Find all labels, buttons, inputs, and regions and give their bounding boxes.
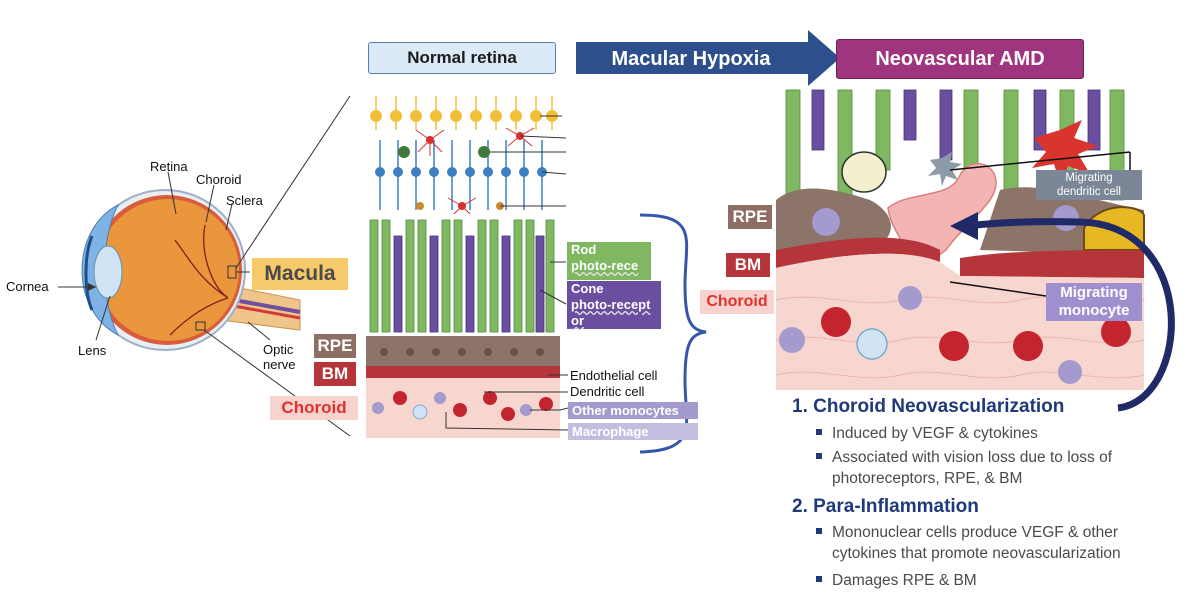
- cone-line3: or: [571, 313, 584, 328]
- normal-retina-header: Normal retina: [368, 42, 556, 74]
- normal-retina-illustration: [366, 96, 707, 454]
- macular-hypoxia-arrow: [576, 30, 840, 86]
- migrating-dendritic-cell-tag: Migrating dendritic cell: [1036, 170, 1142, 200]
- mig-dc-line1: Migrating: [1065, 172, 1113, 184]
- normal-bm-tag: BM: [314, 362, 356, 386]
- s1-b1-text: Induced by VEGF & cytokines: [832, 425, 1038, 442]
- cone-line1: Cone: [571, 281, 604, 296]
- rod-line2: photo-rece: [571, 258, 639, 273]
- neovascular-amd-header: Neovascular AMD: [836, 39, 1084, 79]
- optic-nerve-line1: Optic: [263, 342, 294, 357]
- macula-tag: Macula: [252, 258, 348, 290]
- mig-dc-line2: dendritic cell: [1057, 186, 1121, 198]
- mig-mono-line2: monocyte: [1058, 302, 1130, 319]
- retina-label: Retina: [150, 159, 188, 174]
- bullet-square-icon: [816, 452, 822, 459]
- s1-bullet-1: Induced by VEGF & cytokines: [816, 423, 1038, 444]
- amd-rpe-tag: RPE: [728, 205, 772, 229]
- s2-bullet-1: Mononuclear cells produce VEGF & other c…: [816, 522, 1121, 564]
- s2-bullet-2: Damages RPE & BM: [816, 570, 977, 591]
- macrophage-tag: Macrophage: [568, 423, 698, 440]
- rod-line1: Rod: [571, 242, 597, 257]
- section2-title: 2. Para-Inflammation: [792, 496, 979, 517]
- s1-b2-line1: Associated with vision loss due to loss …: [832, 449, 1112, 466]
- s1-b2-line2: photoreceptors, RPE, & BM: [832, 470, 1023, 487]
- s2-b1-line1: Mononuclear cells produce VEGF & other: [832, 524, 1119, 541]
- amd-bm-tag: BM: [726, 253, 770, 277]
- normal-choroid-tag: Choroid: [270, 396, 358, 420]
- other-monocytes-tag: Other monocytes: [568, 402, 698, 419]
- s2-b2-text: Damages RPE & BM: [832, 572, 977, 589]
- choroid-label: Choroid: [196, 172, 242, 187]
- amd-choroid-tag: Choroid: [700, 290, 774, 314]
- optic-nerve-label: Optic nerve: [263, 342, 296, 372]
- cone-line2: photo-recept: [571, 297, 651, 312]
- bullet-square-icon: [816, 527, 822, 534]
- optic-nerve-line2: nerve: [263, 357, 296, 372]
- sclera-label: Sclera: [226, 193, 263, 208]
- mig-mono-line1: Migrating: [1060, 284, 1128, 301]
- cornea-label: Cornea: [6, 279, 49, 294]
- lens-label: Lens: [78, 343, 107, 358]
- bullet-square-icon: [816, 575, 822, 582]
- dendritic-cell-label: Dendritic cell: [570, 384, 645, 399]
- rod-photoreceptor-tag: Rod photo-rece: [567, 242, 651, 280]
- normal-rpe-tag: RPE: [314, 334, 356, 358]
- s1-bullet-2: Associated with vision loss due to loss …: [816, 447, 1112, 489]
- eye-illustration: [58, 95, 351, 437]
- migrating-monocyte-tag: Migrating monocyte: [1046, 283, 1142, 321]
- section1-title: 1. Choroid Neovascularization: [792, 396, 1065, 417]
- curved-arrow: [965, 218, 1175, 412]
- macular-hypoxia-label: Macular Hypoxia: [611, 48, 771, 70]
- cone-photoreceptor-tag: Cone photo-recept or: [567, 281, 661, 329]
- s2-b1-line2: cytokines that promote neovascularizatio…: [832, 545, 1121, 562]
- endothelial-cell-label: Endothelial cell: [570, 368, 658, 383]
- amd-illustration: [775, 89, 1145, 390]
- bullet-square-icon: [816, 428, 822, 435]
